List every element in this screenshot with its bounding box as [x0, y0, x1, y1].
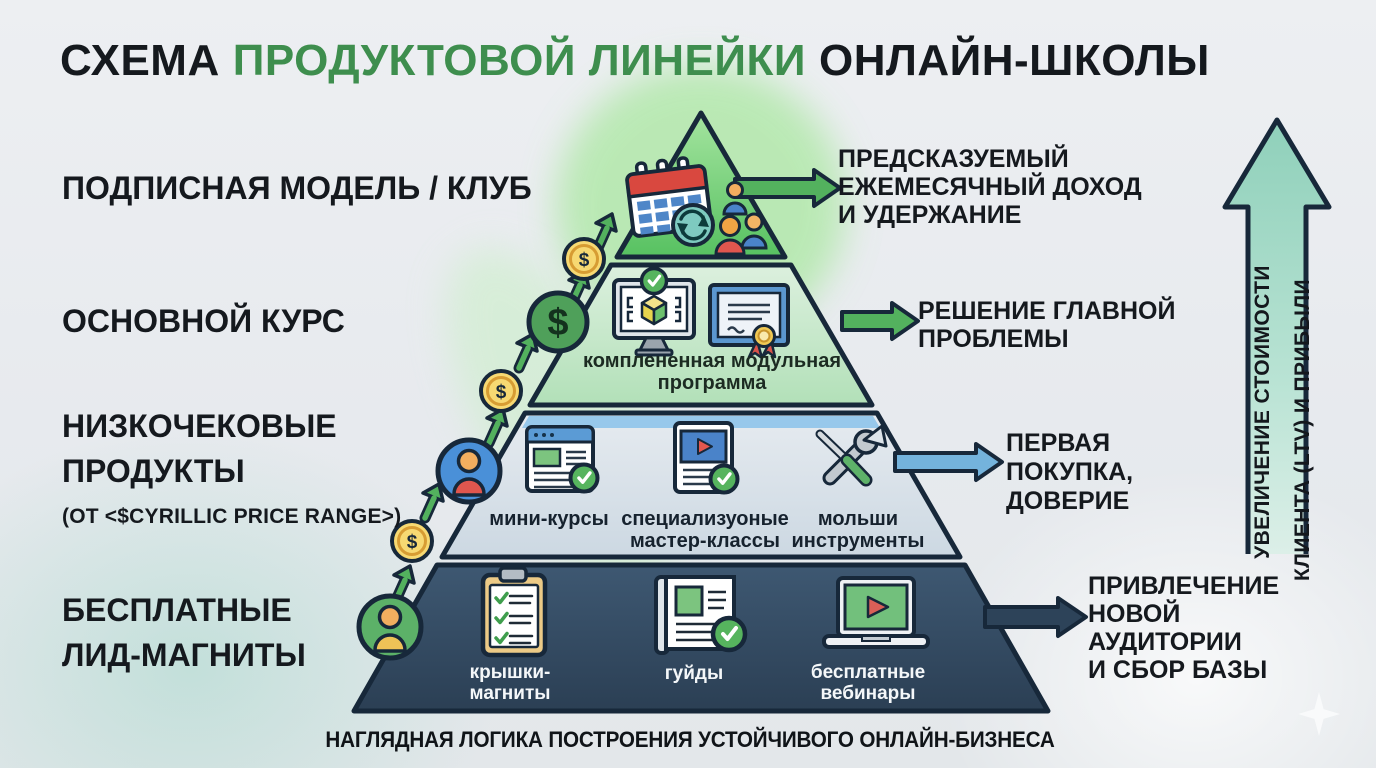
caption-line: мольши — [817, 508, 899, 530]
label-price-range: (ОТ <$CYRILLIC PRICE RANGE>) — [62, 505, 402, 528]
video-masterclass-icon — [673, 421, 740, 495]
label-line: ПРЕДСКАЗУЕМЫЙ — [838, 145, 1069, 173]
level3-item-masterclasses: специализуоные мастер-классы — [621, 508, 789, 552]
label-line: И УДЕРЖАНИЕ — [838, 201, 1022, 229]
caption-line: бесплатные — [810, 662, 926, 683]
dollar-coin-icon: $ — [479, 369, 523, 413]
label-line: ПРОБЛЕМЫ — [918, 325, 1069, 353]
money-path: $ $ $ $ — [356, 214, 616, 661]
label-line: И СБОР БАЗЫ — [1088, 656, 1268, 684]
certificate-icon — [708, 283, 790, 360]
dollar-symbol: $ — [579, 250, 590, 271]
label-line: ПЕРВАЯ — [1006, 429, 1111, 457]
level2-benefit-arrow-icon — [840, 301, 920, 341]
label-line: ПОКУПКА, — [1006, 458, 1134, 486]
label-line: ДОВЕРИЕ — [1006, 487, 1130, 515]
label-line: ПОДПИСНАЯ МОДЕЛЬ / КЛУБ — [62, 170, 532, 206]
label-line: ЕЖЕМЕСЯЧНЫЙ ДОХОД — [838, 173, 1142, 201]
level3-item-mini-courses: мини-курсы — [489, 508, 608, 530]
ltv-arrow-text-line2: КЛИЕНТА (LTV) И ПРИБЫЛИ — [1291, 278, 1314, 582]
label-main-course: ОСНОВНОЙ КУРС — [62, 299, 345, 344]
title-suffix: ОНЛАЙН-ШКОЛЫ — [818, 36, 1210, 85]
label-subscription-model: ПОДПИСНАЯ МОДЕЛЬ / КЛУБ — [62, 166, 532, 211]
label-line: БЕСПЛАТНЫЕ — [62, 592, 292, 628]
customer-green-icon — [356, 593, 424, 661]
benefit-first-purchase: ПЕРВАЯ ПОКУПКА, ДОВЕРИЕ — [1006, 429, 1133, 516]
caption-line: гуйды — [664, 663, 724, 684]
caption-line: мастер-классы — [630, 530, 780, 552]
dollar-coin-icon: $ — [390, 519, 434, 563]
label-line: АУДИТОРИИ — [1088, 628, 1242, 656]
label-line: ОСНОВНОЙ КУРС — [62, 303, 345, 339]
ltv-arrow-text-line1: УВЕЛИЧЕНИЕ СТОИМОСТИ — [1251, 265, 1274, 559]
path-arrow-icon — [423, 484, 443, 518]
caption-line: вебинары — [820, 683, 916, 704]
benefit-audience-growth: ПРИВЛЕЧЕНИЕ НОВОЙ АУДИТОРИИ И СБОР БАЗЫ — [1088, 572, 1279, 684]
dollar-symbol: $ — [547, 302, 568, 344]
level4-item-webinars: бесплатные вебинары — [811, 662, 925, 704]
caption-line: крышки- — [469, 662, 551, 683]
caption-line: специализуоные — [621, 508, 789, 530]
caption-line: комплененная модульная — [582, 350, 842, 372]
checklist-clipboard-icon — [480, 563, 548, 658]
label-line: ЛИД-МАГНИТЫ — [62, 637, 306, 673]
caption-line: магниты — [469, 683, 551, 704]
ltv-growth-arrow-icon — [1222, 117, 1332, 554]
dollar-symbol: $ — [407, 532, 418, 553]
level3-item-tools: мольши инструменты — [792, 508, 925, 552]
label-low-ticket-products: НИЗКОЧЕКОВЫЕ ПРОДУКТЫ (ОТ <$CYRILLIC PRI… — [62, 404, 401, 539]
dollar-circle-icon: $ — [526, 290, 590, 354]
caption-line: мини-курсы — [489, 508, 609, 530]
title-prefix: СХЕМА — [60, 36, 220, 85]
course-monitor-icon — [612, 266, 696, 357]
dollar-symbol: $ — [496, 382, 507, 403]
label-line: РЕШЕНИЕ ГЛАВНОЙ — [918, 297, 1176, 325]
level4-benefit-arrow-icon — [983, 596, 1088, 638]
title-highlight: ПРОДУКТОВОЙ ЛИНЕЙКИ — [232, 36, 806, 85]
guide-book-icon — [654, 575, 748, 655]
footer-caption: НАГЛЯДНАЯ ЛОГИКА ПОСТРОЕНИЯ УСТОЙЧИВОГО … — [325, 727, 1055, 752]
dollar-coin-icon: $ — [562, 237, 606, 281]
label-line: НИЗКОЧЕКОВЫЕ — [62, 408, 337, 444]
community-icon — [714, 181, 768, 256]
benefit-main-problem-solution: РЕШЕНИЕ ГЛАВНОЙ ПРОБЛЕМЫ — [918, 297, 1175, 353]
level4-item-lead-magnets: крышки- магниты — [470, 662, 551, 704]
label-free-lead-magnets: БЕСПЛАТНЫЕ ЛИД-МАГНИТЫ — [62, 588, 306, 678]
recurring-payment-icon — [671, 203, 715, 247]
label-line: ПРОДУКТЫ — [62, 453, 245, 489]
label-line: НОВОЙ — [1088, 600, 1181, 628]
tools-icon — [815, 424, 888, 487]
level1-benefit-arrow-icon — [733, 168, 842, 208]
level4-item-guides: гуйды — [665, 663, 723, 684]
webinar-laptop-icon — [822, 576, 930, 649]
benefit-recurring-income: ПРЕДСКАЗУЕМЫЙ ЕЖЕМЕСЯЧНЫЙ ДОХОД И УДЕРЖА… — [838, 145, 1142, 229]
caption-line: инструменты — [791, 530, 925, 552]
customer-blue-icon — [435, 437, 503, 505]
caption-line: программа — [657, 372, 767, 394]
label-line: ПРИВЛЕЧЕНИЕ — [1088, 572, 1280, 600]
mini-course-page-icon — [525, 425, 600, 494]
level2-caption: комплененная модульная программа — [583, 350, 841, 394]
level3-benefit-arrow-icon — [893, 442, 1004, 482]
